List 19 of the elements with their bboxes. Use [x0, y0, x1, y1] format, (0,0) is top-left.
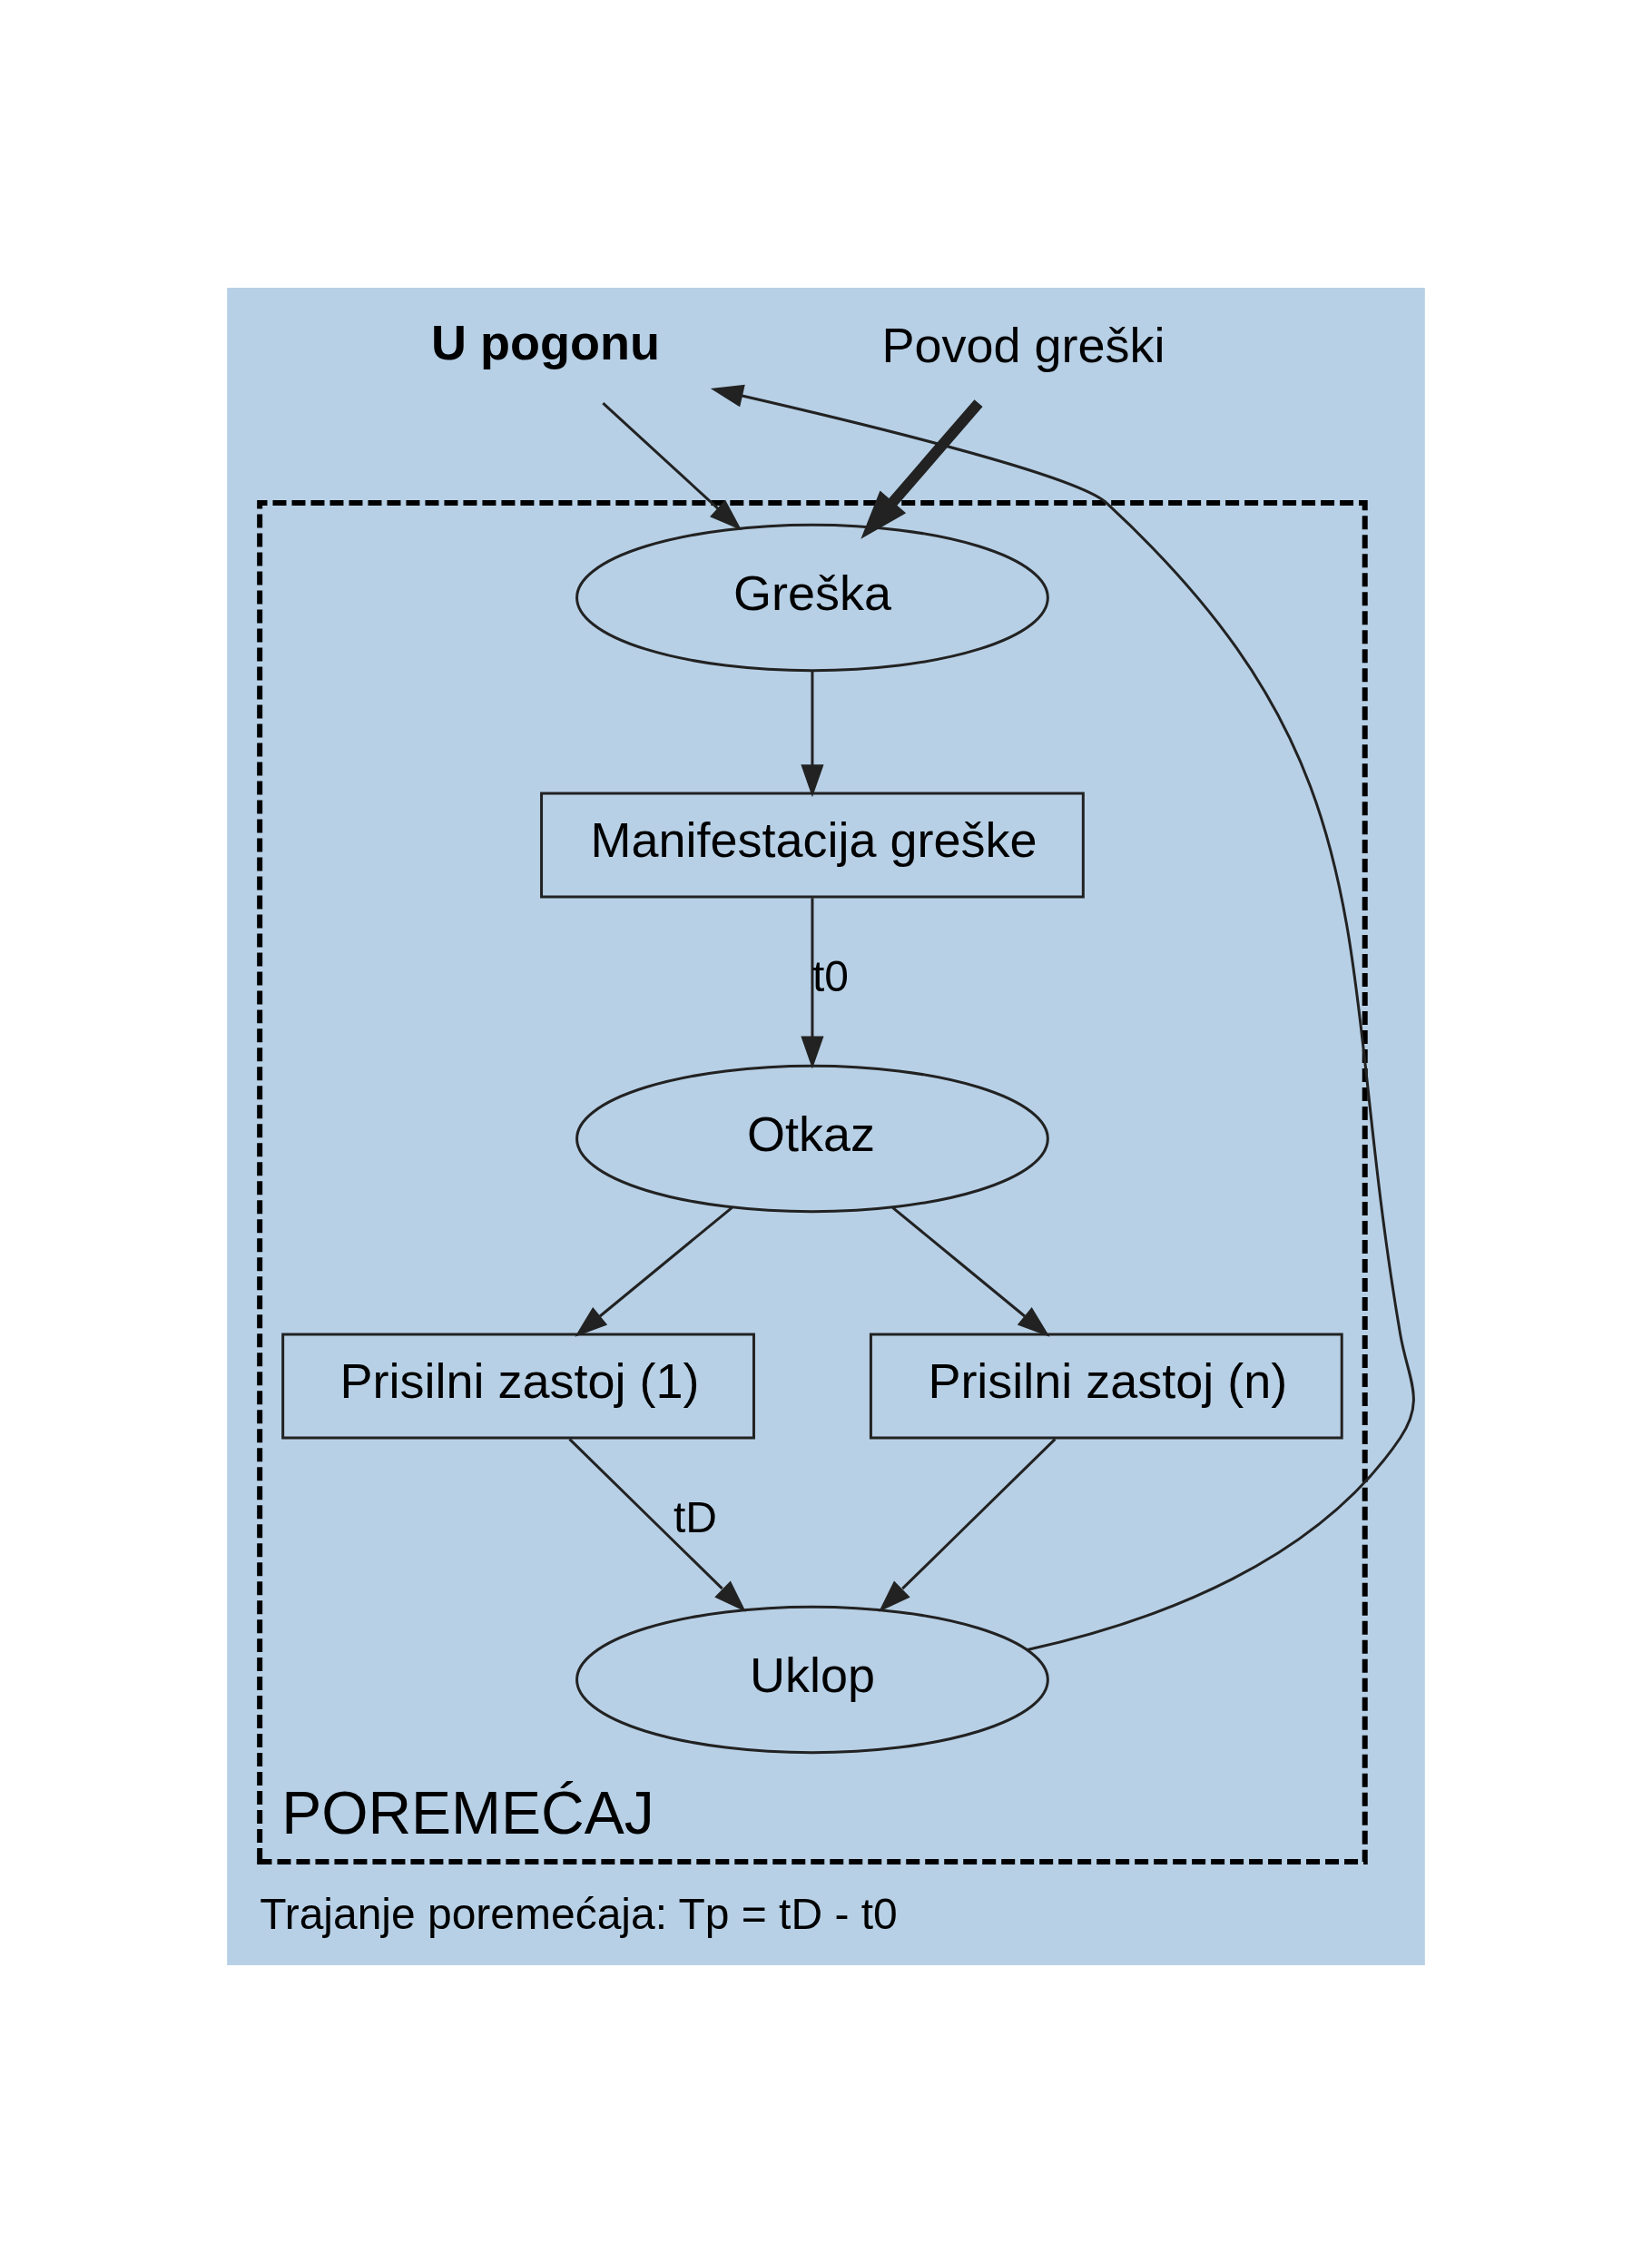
- node-box: Prisilni zastoj (n): [869, 1333, 1343, 1440]
- caption: Trajanje poremećaja: Tp = tD - t0: [260, 1890, 898, 1939]
- node-ellipse: Uklop: [575, 1605, 1049, 1755]
- node-ellipse: Otkaz: [575, 1064, 1049, 1214]
- edge-label: tD: [674, 1493, 717, 1542]
- arrow: [801, 898, 824, 1069]
- node-box: Prisilni zastoj (1): [281, 1333, 755, 1440]
- node-box: Manifestacija greške: [540, 792, 1085, 899]
- arrow: [879, 1438, 1057, 1612]
- arrow: [860, 399, 983, 539]
- node-text: U pogonu: [431, 315, 660, 370]
- arrow: [710, 384, 1415, 1651]
- arrow: [568, 1438, 746, 1612]
- node-ellipse: Greška: [575, 523, 1049, 673]
- arrow: [575, 1206, 733, 1337]
- arrow: [891, 1206, 1050, 1337]
- arrow: [602, 402, 742, 531]
- arrow: [801, 672, 824, 798]
- node-text: Povod greški: [881, 318, 1165, 373]
